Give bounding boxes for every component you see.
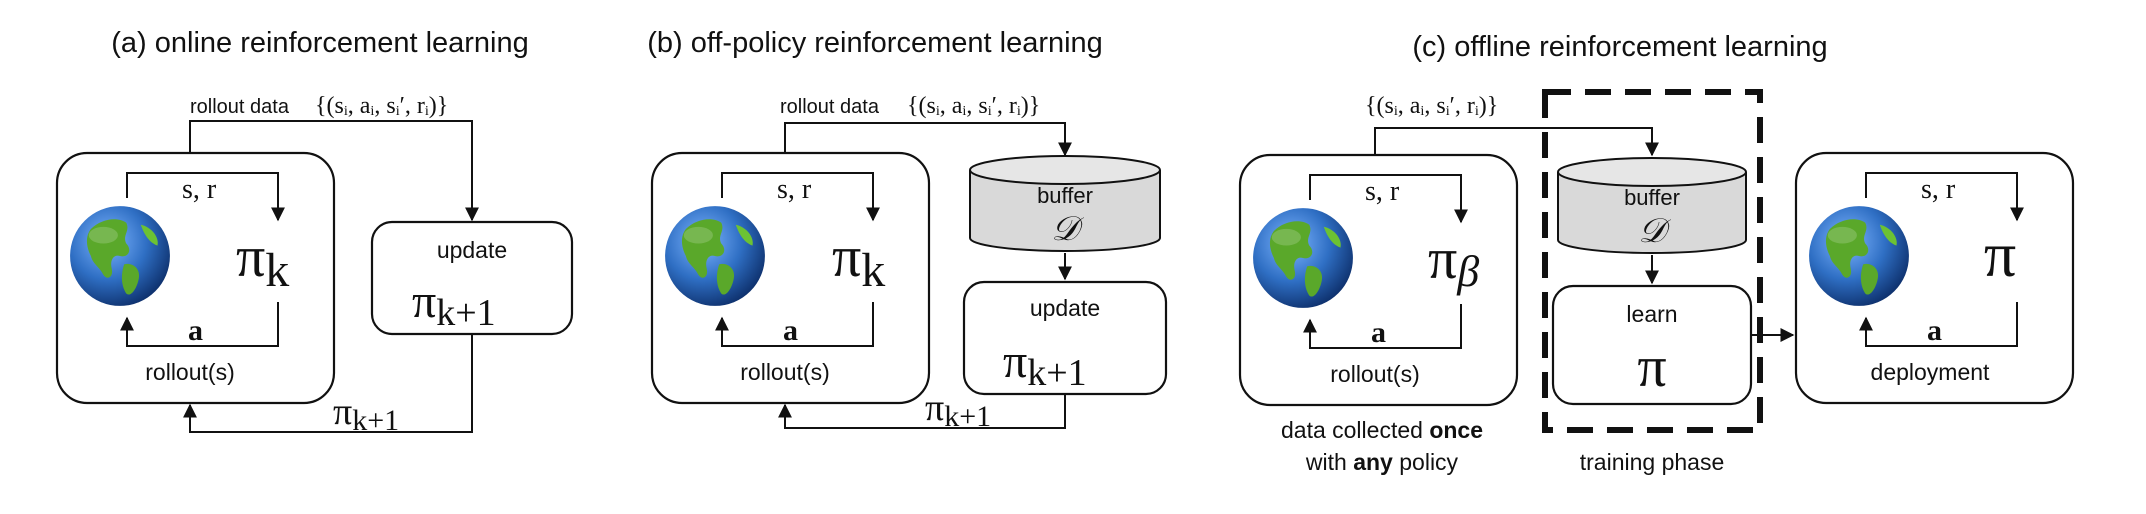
panel-c-environment-box (1238, 153, 1519, 407)
action-arrow (120, 302, 279, 347)
buffer-label: buffer (1037, 183, 1093, 208)
earth-icon (1809, 206, 1909, 306)
collection-caption-line2: with any policy (1305, 449, 1459, 475)
policy-pi-beta: πβ (1428, 226, 1479, 296)
rollout-data-arrow (189, 120, 479, 222)
panel-b-title: (b) off-policy reinforcement learning (647, 27, 1103, 59)
return-pi-k1: πk+1 (925, 387, 991, 433)
buffer-cylinder (969, 155, 1161, 252)
state-reward-label: s, r (777, 174, 812, 205)
state-reward-label: s, r (182, 174, 217, 205)
panel-a-title: (a) online reinforcement learning (111, 27, 529, 59)
state-reward-arrow (126, 172, 285, 222)
policy-return-arrow (183, 334, 473, 433)
deploy-action-arrow (1859, 302, 2018, 347)
update-label: update (437, 237, 507, 263)
state-reward-label: s, r (1365, 176, 1400, 207)
panel-a: (a) online reinforcement learning s, r a… (55, 27, 574, 437)
earth-icon (1253, 208, 1353, 308)
deploy-action-label: a (1927, 314, 1942, 347)
learn-pi: π (1637, 334, 1666, 399)
training-phase-box (1542, 89, 1763, 433)
action-label: a (188, 314, 203, 347)
panel-c-title: (c) offline reinforcement learning (1412, 31, 1827, 63)
rollout-data-arrow (784, 122, 1072, 157)
policy-return-arrow (778, 394, 1066, 429)
rollout-data-arrow (1374, 127, 1659, 157)
learn-box (1551, 284, 1753, 406)
rollouts-label: rollout(s) (145, 359, 234, 385)
action-label: a (783, 314, 798, 347)
state-reward-arrow (721, 172, 880, 222)
panel-c: (c) offline reinforcement learning s, r … (1238, 31, 2075, 475)
rollout-data-set: {(sᵢ, aᵢ, sᵢ′, rᵢ)} (1365, 93, 1498, 119)
rollout-data-set: {(sᵢ, aᵢ, sᵢ′, rᵢ)} (315, 93, 448, 119)
deploy-pi: π (1984, 219, 2016, 290)
panel-b-environment-box (650, 151, 931, 405)
rollout-data-label: rollout data (780, 96, 880, 118)
buffer-cylinder (1557, 157, 1747, 254)
action-arrow (715, 302, 874, 347)
policy-pi-k: πk (236, 224, 289, 297)
earth-icon (665, 206, 765, 306)
policy-pi-k: πk (832, 224, 885, 297)
rollout-data-label: rollout data (190, 96, 290, 118)
deploy-state-reward-label: s, r (1921, 174, 1956, 205)
buffer-label: buffer (1624, 185, 1680, 210)
return-pi-k1: πk+1 (333, 391, 399, 437)
training-phase-label: training phase (1580, 449, 1725, 475)
panel-a-environment-box (55, 151, 336, 405)
deployment-label: deployment (1871, 359, 1991, 385)
update-pi-k1: πk+1 (412, 275, 496, 334)
update-label: update (1030, 295, 1100, 321)
rollout-data-set: {(sᵢ, aᵢ, sᵢ′, rᵢ)} (907, 93, 1040, 119)
action-arrow (1303, 304, 1462, 349)
deploy-state-reward-arrow (1865, 172, 2024, 222)
state-reward-arrow (1309, 174, 1468, 224)
rollouts-label: rollout(s) (1330, 361, 1419, 387)
collection-caption-line1: data collected once (1281, 417, 1483, 443)
update-pi-k1: πk+1 (1003, 335, 1087, 394)
panel-b: (b) off-policy reinforcement learning s,… (647, 27, 1168, 433)
deployment-box (1794, 151, 2075, 405)
earth-icon (70, 206, 170, 306)
learn-label: learn (1626, 301, 1677, 327)
rollouts-label: rollout(s) (740, 359, 829, 385)
action-label: a (1371, 316, 1386, 349)
